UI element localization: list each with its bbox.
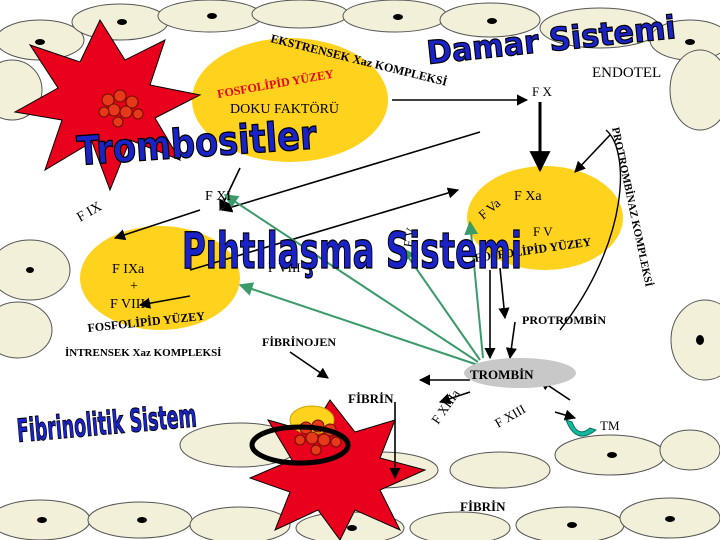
fibrinojen-label: FİBRİNOJEN (262, 335, 336, 349)
platelet-cluster-icon (98, 89, 144, 128)
arrow-icon (289, 351, 329, 379)
thrombin-feedback-arrows (223, 194, 484, 366)
arrow-icon (438, 391, 471, 405)
fibrin-mid-label: FİBRİN (348, 391, 394, 406)
thrombin-node (464, 358, 576, 388)
fxiiia-label: F XIIIa (428, 386, 463, 426)
arrow-icon (138, 295, 191, 309)
endothelial-cell-icon (449, 451, 551, 489)
arrow-icon (238, 282, 479, 366)
arrow-icon (498, 267, 510, 320)
endothelial-cell-icon (409, 511, 511, 540)
tm-label: TM (600, 418, 620, 433)
fx-label: F X (532, 84, 552, 99)
arrow-icon (113, 209, 201, 241)
fv-label: F V (533, 224, 553, 239)
starburst-icon (248, 399, 427, 540)
fviii-label: F VIII (268, 260, 301, 275)
arrow-icon (223, 194, 479, 363)
tissue-factor-membrane (192, 38, 388, 162)
endothelial-cell-icon (0, 239, 71, 301)
endothelial-cell-icon (0, 301, 53, 359)
arrow-icon (464, 220, 484, 359)
prothrombinase-bracket (559, 129, 622, 331)
fxa-label: F Xa (514, 189, 542, 204)
thrombomodulin-icon (565, 419, 598, 437)
fxiii-label: F XIII (492, 401, 528, 430)
fxi-label: F XI (205, 189, 231, 204)
intrensek-complex-label: İNTRENSEK Xaz KOMPLEKSİ (65, 347, 221, 359)
arrow-icon (505, 321, 517, 360)
arrow-icon (574, 134, 611, 173)
trombin-label: TROMBİN (470, 367, 534, 382)
fix-label: F IX (75, 199, 105, 225)
arrow-icon (220, 131, 481, 213)
endothelial-cell-icon (659, 429, 720, 471)
pihtilasma-sistemi-title: Pıhtılaşma Sistemi (182, 222, 522, 280)
arrow-icon (189, 187, 460, 271)
doku-faktoru-label: DOKU FAKTÖRÜ (230, 100, 339, 117)
endothelial-cell-icon (189, 506, 291, 540)
prothrombinase-membrane (467, 166, 623, 270)
intrinsic-membrane (80, 226, 240, 330)
fibrin-bottom-label: FİBRİN (460, 499, 506, 514)
fixa-label: F IXa (112, 262, 145, 277)
endotel-label: ENDOTEL (592, 65, 661, 81)
arrow-icon (554, 409, 577, 421)
fibrinolitik-sistem-title: Fibrinolitik Sistem (15, 396, 198, 450)
endothelial-cell-icon (670, 299, 720, 381)
fviiia-label: F VIIIa (110, 297, 152, 312)
endothelial-cell-icon (669, 49, 720, 131)
fv-vertical-label: F V (400, 226, 418, 249)
pathway-arrows (113, 94, 611, 480)
fibrin-ring (249, 424, 351, 466)
arrow-icon (401, 246, 481, 361)
plus-label: + (130, 279, 138, 294)
endothelial-cell-icon (251, 0, 349, 29)
endothelial-nuclei (26, 13, 704, 531)
protrombin-label: PROTROMBİN (522, 313, 606, 327)
